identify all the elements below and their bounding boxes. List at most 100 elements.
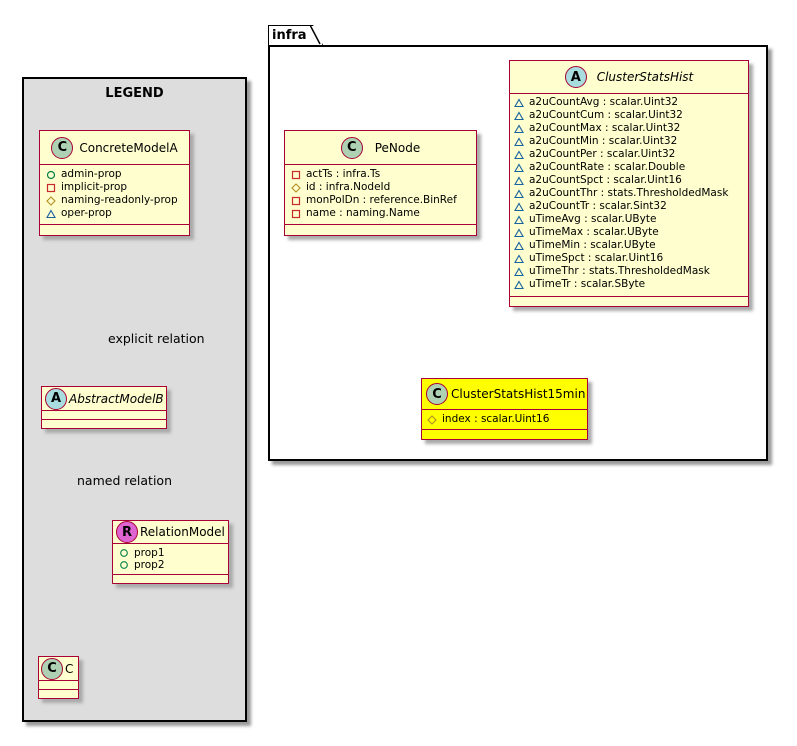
attribute-text: monPolDn : reference.BinRef	[306, 194, 457, 206]
attribute-text: name : naming.Name	[306, 207, 420, 219]
attribute-text: a2uCountCum : scalar.Uint32	[529, 109, 683, 121]
private-visibility-icon	[291, 170, 301, 180]
method-section	[510, 297, 748, 306]
class-name: ClusterStatsHist	[596, 70, 694, 84]
attribute-row: uTimeAvg : scalar.UByte	[514, 213, 748, 226]
method-section	[113, 575, 228, 583]
attribute-row: uTimeThr : stats.ThresholdedMask	[514, 265, 748, 278]
class-stereotype-icon: C	[426, 383, 448, 405]
attribute-row: uTimeTr : scalar.SByte	[514, 278, 748, 291]
attribute-row: actTs : infra.Ts	[291, 168, 476, 181]
attribute-text: a2uCountMin : scalar.Uint32	[529, 135, 678, 147]
attribute-text: uTimeTr : scalar.SByte	[529, 278, 646, 290]
attribute-text: a2uCountSpct : scalar.Uint16	[529, 174, 682, 186]
attribute-text: uTimeSpct : scalar.Uint16	[529, 252, 664, 264]
class-stereotype-icon: R	[116, 521, 138, 543]
class-name: RelationModel	[140, 525, 225, 539]
class-header: C PeNode	[285, 131, 476, 165]
public-visibility-icon	[46, 170, 56, 180]
class-header: R RelationModel	[113, 521, 228, 544]
attribute-row: a2uCountMin : scalar.Uint32	[514, 135, 748, 148]
attribute-text: uTimeAvg : scalar.UByte	[529, 213, 657, 225]
attribute-row: a2uCountAvg : scalar.Uint32	[514, 96, 748, 109]
package-visibility-icon	[514, 253, 524, 264]
package-visibility-icon	[514, 240, 524, 251]
class-stereotype-icon: C	[340, 136, 363, 159]
attribute-text: implicit-prop	[61, 181, 128, 193]
attribute-row: a2uCountCum : scalar.Uint32	[514, 109, 748, 122]
attribute-text: uTimeMin : scalar.UByte	[529, 239, 656, 251]
class-stereotype-icon: C	[51, 136, 74, 159]
attribute-list: index : scalar.Uint16	[422, 410, 587, 430]
class-c[interactable]: C C	[38, 656, 79, 699]
private-visibility-icon	[291, 196, 301, 206]
attribute-text: prop1	[134, 546, 165, 559]
protected-visibility-icon	[427, 414, 437, 425]
attribute-row: uTimeMin : scalar.UByte	[514, 239, 748, 252]
class-abstract-model-b[interactable]: A AbstractModelB	[41, 386, 167, 429]
attribute-text: id : infra.NodeId	[306, 181, 391, 193]
package-visibility-icon	[514, 162, 524, 173]
package-visibility-icon	[514, 214, 524, 225]
attribute-row: a2uCountRate : scalar.Double	[514, 161, 748, 174]
protected-visibility-icon	[291, 182, 301, 193]
attribute-row: a2uCountThr : stats.ThresholdedMask	[514, 187, 748, 200]
attribute-row: uTimeSpct : scalar.Uint16	[514, 252, 748, 265]
class-name: C	[65, 661, 74, 676]
private-visibility-icon	[46, 183, 56, 193]
attribute-text: a2uCountRate : scalar.Double	[529, 161, 686, 173]
method-section	[42, 420, 166, 428]
package-visibility-icon	[46, 208, 56, 219]
private-visibility-icon	[291, 209, 301, 219]
class-cluster-stats-hist-15min[interactable]: C ClusterStatsHist15min index : scalar.U…	[421, 378, 588, 440]
class-relation-model[interactable]: R RelationModel prop1 prop2	[112, 520, 229, 584]
class-header: C C	[39, 657, 78, 681]
attribute-list: admin-prop implicit-prop naming-readonly…	[40, 165, 189, 225]
package-visibility-icon	[514, 123, 524, 134]
attribute-row: prop2	[119, 559, 228, 571]
attribute-row: index : scalar.Uint16	[427, 413, 587, 426]
attribute-row: oper-prop	[46, 207, 189, 220]
attribute-text: uTimeThr : stats.ThresholdedMask	[529, 265, 710, 277]
package-visibility-icon	[514, 266, 524, 277]
attribute-text: oper-prop	[61, 207, 112, 219]
method-section	[285, 225, 476, 235]
attribute-text: a2uCountTr : scalar.Sint32	[529, 200, 667, 212]
method-section	[422, 430, 587, 439]
attribute-row: admin-prop	[46, 168, 189, 181]
package-visibility-icon	[514, 110, 524, 121]
package-tab: infra	[268, 25, 323, 45]
attribute-section	[39, 681, 78, 690]
class-name: ClusterStatsHist15min	[451, 387, 586, 401]
package-name: infra	[272, 28, 307, 43]
attribute-list: prop1 prop2	[113, 544, 228, 575]
class-header: C ConcreteModelA	[40, 131, 189, 165]
public-visibility-icon	[119, 548, 129, 558]
attribute-text: index : scalar.Uint16	[442, 413, 550, 425]
class-stereotype-icon: C	[41, 657, 63, 680]
attribute-row: implicit-prop	[46, 181, 189, 194]
attribute-row: naming-readonly-prop	[46, 194, 189, 207]
attribute-row: prop1	[119, 547, 228, 559]
class-name: ConcreteModelA	[79, 140, 178, 155]
class-header: C ClusterStatsHist15min	[422, 379, 587, 410]
package-visibility-icon	[514, 188, 524, 199]
method-section	[40, 225, 189, 235]
class-cluster-stats-hist[interactable]: A ClusterStatsHist a2uCountAvg : scalar.…	[509, 60, 749, 307]
attribute-row: a2uCountSpct : scalar.Uint16	[514, 174, 748, 187]
package-visibility-icon	[514, 279, 524, 290]
class-name: AbstractModelB	[69, 391, 164, 406]
public-visibility-icon	[119, 560, 129, 570]
package-tab-edge	[310, 25, 321, 45]
class-header: A AbstractModelB	[42, 387, 166, 411]
class-pe-node[interactable]: C PeNode actTs : infra.Ts id : infra.Nod…	[284, 130, 477, 236]
package-visibility-icon	[514, 149, 524, 160]
class-concrete-model-a[interactable]: C ConcreteModelA admin-prop implicit-pro…	[39, 130, 190, 236]
attribute-row: a2uCountMax : scalar.Uint32	[514, 122, 748, 135]
attribute-text: a2uCountMax : scalar.Uint32	[529, 122, 681, 134]
package-visibility-icon	[514, 201, 524, 212]
package-visibility-icon	[514, 97, 524, 108]
attribute-row: id : infra.NodeId	[291, 181, 476, 194]
attribute-text: a2uCountPer : scalar.Uint32	[529, 148, 676, 160]
